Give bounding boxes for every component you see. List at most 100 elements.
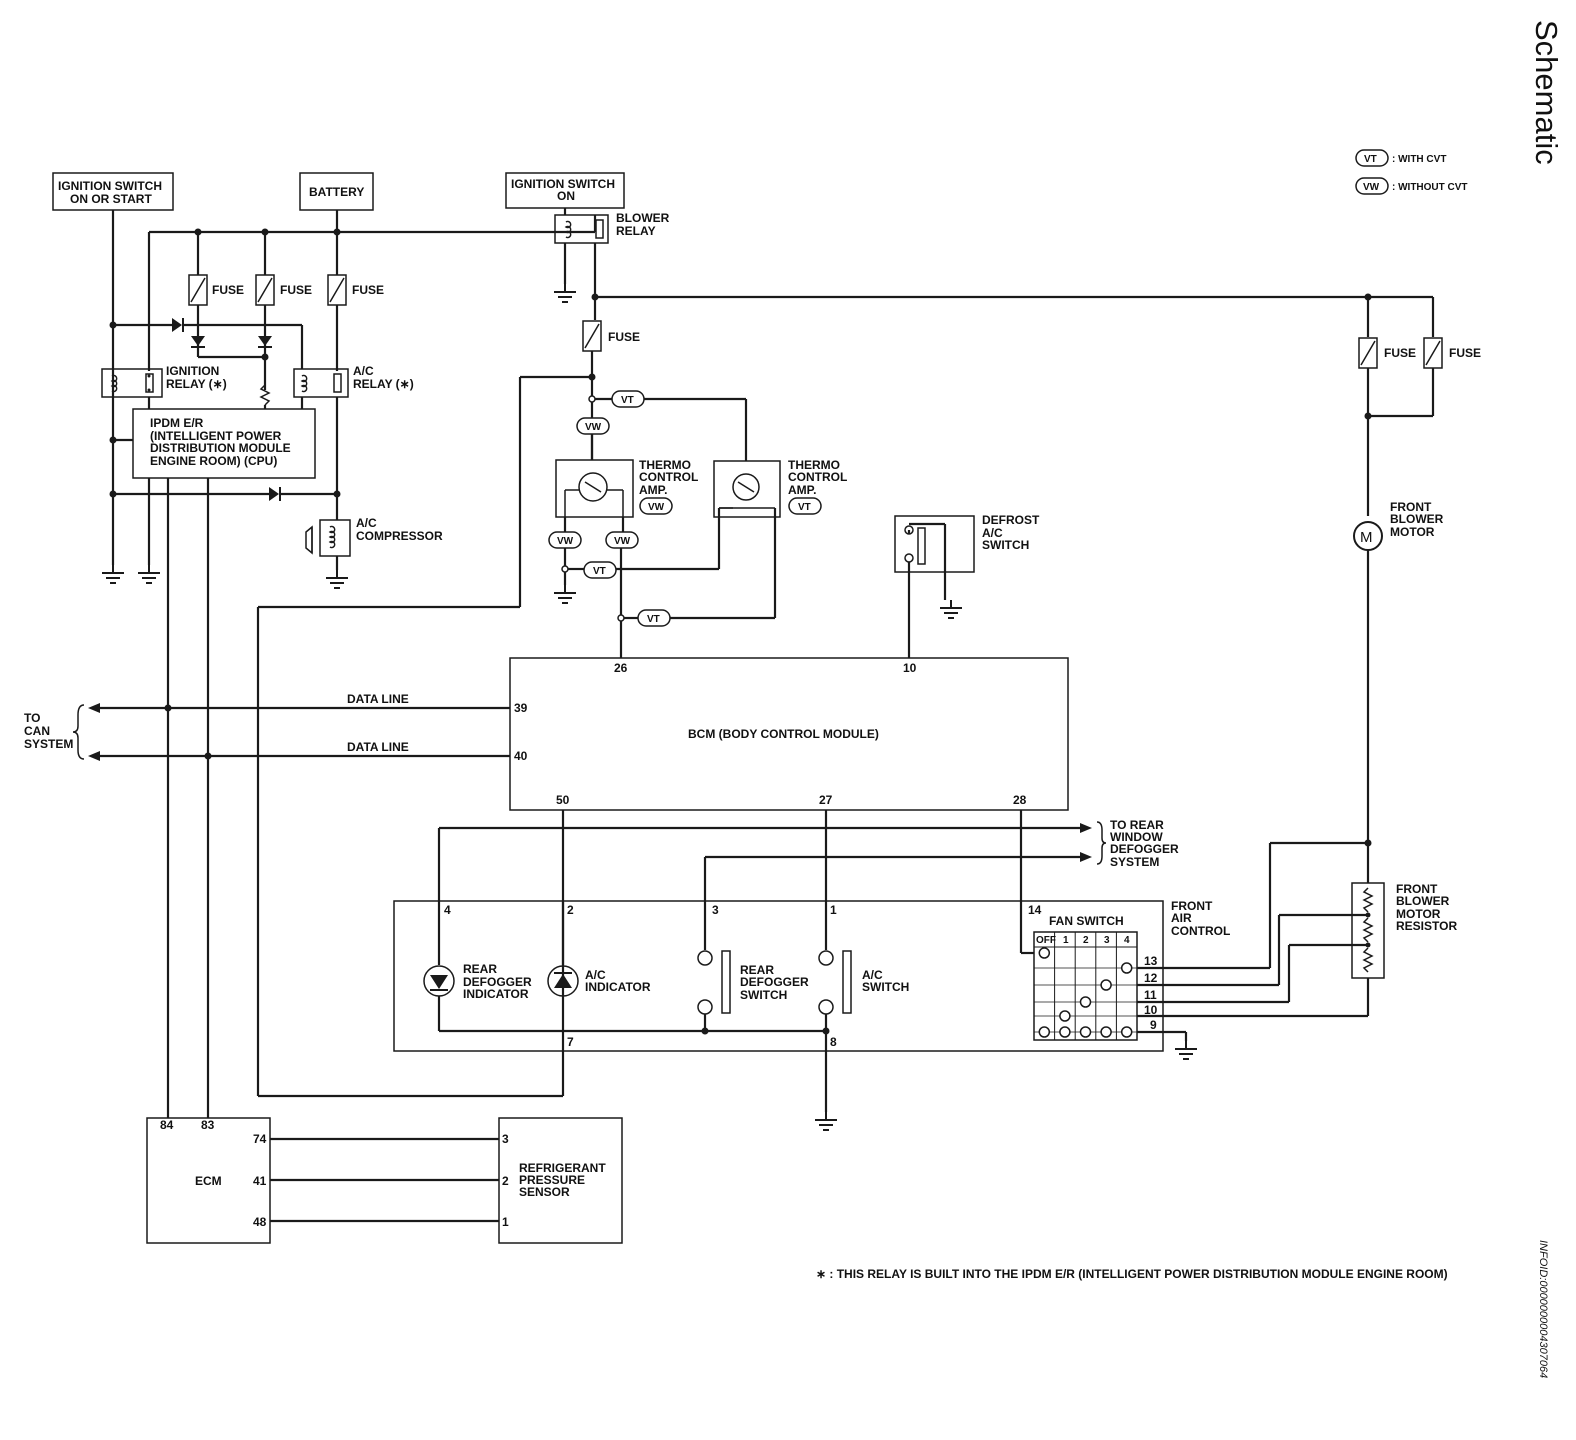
svg-text:VT: VT <box>647 614 660 625</box>
pin-bcm-27: 27 <box>819 793 833 807</box>
fan-pos-2: 2 <box>1083 935 1089 946</box>
pin-fan-12: 12 <box>1144 971 1158 985</box>
fan-pos-1: 1 <box>1063 935 1069 946</box>
to-can-label-2: CAN <box>24 724 50 738</box>
fan-pos-4: 4 <box>1124 935 1130 946</box>
data-line-label-2: DATA LINE <box>347 740 409 754</box>
ignition-switch-on-or-start: IGNITION SWITCH ON OR START <box>52 172 174 211</box>
fuse-label-6: FUSE <box>1449 346 1481 360</box>
refrigerant-pressure-sensor <box>498 1117 623 1244</box>
tag-vw-2: VW <box>639 497 673 515</box>
pin-bcm-40: 40 <box>514 749 528 763</box>
ignition-relay-label: IGNITION <box>166 364 219 378</box>
defrost-ac-switch <box>894 515 975 658</box>
pin-bcm-26: 26 <box>614 661 628 675</box>
svg-text:VW: VW <box>614 536 631 547</box>
fan-switch-contact <box>1059 1026 1071 1038</box>
fan-switch-wires <box>1137 841 1368 1060</box>
pin-fac-3: 3 <box>712 903 719 917</box>
ac-switch-label-2: SWITCH <box>862 980 909 994</box>
resistor-label: FRONT <box>1396 882 1438 896</box>
svg-text:ENGINE ROOM) (CPU): ENGINE ROOM) (CPU) <box>150 454 277 468</box>
svg-text:BATTERY: BATTERY <box>309 185 364 199</box>
to-rear-label: TO REAR <box>1110 818 1164 832</box>
can-data-lines <box>72 703 510 761</box>
thermo-amp-label-1b: CONTROL <box>639 470 698 484</box>
ignition-relay-label-2: RELAY (∗) <box>166 377 227 391</box>
tag-vw-1: VW <box>576 417 610 435</box>
fuse-label-4: FUSE <box>608 330 640 344</box>
fan-switch-contact <box>1079 1026 1092 1038</box>
pin-fan-13: 13 <box>1144 954 1158 968</box>
rear-defogger-lines <box>437 810 1107 1096</box>
thermo-amp-label-2c: AMP. <box>788 483 816 497</box>
tag-vt-4: VT <box>637 609 671 627</box>
rear-defogger-switch <box>697 950 731 1031</box>
ecm-module <box>146 1117 499 1244</box>
defrost-switch-label-2: A/C <box>982 526 1003 540</box>
svg-text:DISTRIBUTION MODULE: DISTRIBUTION MODULE <box>150 441 291 455</box>
fan-switch-contact <box>1079 996 1092 1008</box>
ac-relay <box>293 368 349 398</box>
pin-fac-2: 2 <box>567 903 574 917</box>
footnote: ∗ : THIS RELAY IS BUILT INTO THE IPDM E/… <box>816 1267 1448 1281</box>
ipdm-er-module: IPDM E/R (INTELLIGENT POWER DISTRIBUTION… <box>113 408 316 479</box>
fan-switch-contact <box>1100 979 1112 991</box>
fan-switch-label: FAN SWITCH <box>1049 914 1124 928</box>
rear-defogger-indicator-label: REAR <box>463 962 497 976</box>
rear-defogger-indicator-label-2: DEFOGGER <box>463 975 532 989</box>
thermo-amp-label-2b: CONTROL <box>788 470 847 484</box>
left-power-wiring <box>101 210 595 1118</box>
pin-ecm-48: 48 <box>253 1215 267 1229</box>
svg-text:IGNITION SWITCH: IGNITION SWITCH <box>511 177 615 191</box>
fan-switch <box>1021 931 1138 1041</box>
thermo-amp-label-1c: AMP. <box>639 483 667 497</box>
rps-label-3: SENSOR <box>519 1185 570 1199</box>
svg-text:VT: VT <box>798 502 811 513</box>
pin-bcm-28: 28 <box>1013 793 1027 807</box>
to-can-label: TO <box>24 711 40 725</box>
to-can-label-3: SYSTEM <box>24 737 73 751</box>
svg-text:(INTELLIGENT POWER: (INTELLIGENT POWER <box>150 429 282 443</box>
pin-fan-10: 10 <box>1144 1003 1158 1017</box>
fuse-label-5: FUSE <box>1384 346 1416 360</box>
pin-ecm-74: 74 <box>253 1132 267 1146</box>
pin-ecm-41: 41 <box>253 1174 267 1188</box>
rear-defogger-switch-label-3: SWITCH <box>740 988 787 1002</box>
svg-text:VT: VT <box>593 566 606 577</box>
rear-defogger-switch-label-2: DEFOGGER <box>740 975 809 989</box>
pin-bcm-50: 50 <box>556 793 570 807</box>
resistor-label-2: BLOWER <box>1396 894 1450 908</box>
ac-compressor-label: A/C <box>356 516 377 530</box>
pin-fan-9: 9 <box>1150 1018 1157 1032</box>
svg-text:ON: ON <box>557 189 575 203</box>
ac-indicator-label: A/C <box>585 968 606 982</box>
svg-text:VT: VT <box>621 395 634 406</box>
front-blower-motor-label-2: BLOWER <box>1390 512 1444 526</box>
thermo-lower-wiring: VW VW VT VT <box>548 531 775 658</box>
pin-fac-4: 4 <box>444 903 451 917</box>
front-air-control-label: FRONT <box>1171 899 1213 913</box>
ignition-switch-on: IGNITION SWITCH ON <box>505 172 625 209</box>
defrost-switch-label-3: SWITCH <box>982 538 1029 552</box>
fan-switch-contact <box>1120 1026 1133 1038</box>
legend-vw-tag: VW <box>1363 182 1380 193</box>
pin-fac-8: 8 <box>830 1035 837 1049</box>
tag-vw-3: VW <box>548 531 582 549</box>
front-air-control-label-3: CONTROL <box>1171 924 1230 938</box>
ac-compressor <box>305 519 351 557</box>
bcm-label: BCM (BODY CONTROL MODULE) <box>688 727 879 741</box>
rps-label-2: PRESSURE <box>519 1173 585 1187</box>
blower-relay-label: BLOWER <box>616 211 670 225</box>
blower-relay-label-2: RELAY <box>616 224 656 238</box>
ignition-relay <box>101 368 163 398</box>
info-id: INFOID:0000000004307064 <box>1537 1240 1549 1378</box>
svg-text:VW: VW <box>648 502 665 513</box>
ecm-label: ECM <box>195 1174 222 1188</box>
pin-fac-7: 7 <box>567 1035 574 1049</box>
ac-indicator <box>547 902 579 997</box>
thermo-amp-label-1a: THERMO <box>639 458 691 472</box>
fuse-label-2: FUSE <box>280 283 312 297</box>
front-blower-motor-label-3: MOTOR <box>1390 525 1435 539</box>
battery-source: BATTERY <box>299 172 374 211</box>
